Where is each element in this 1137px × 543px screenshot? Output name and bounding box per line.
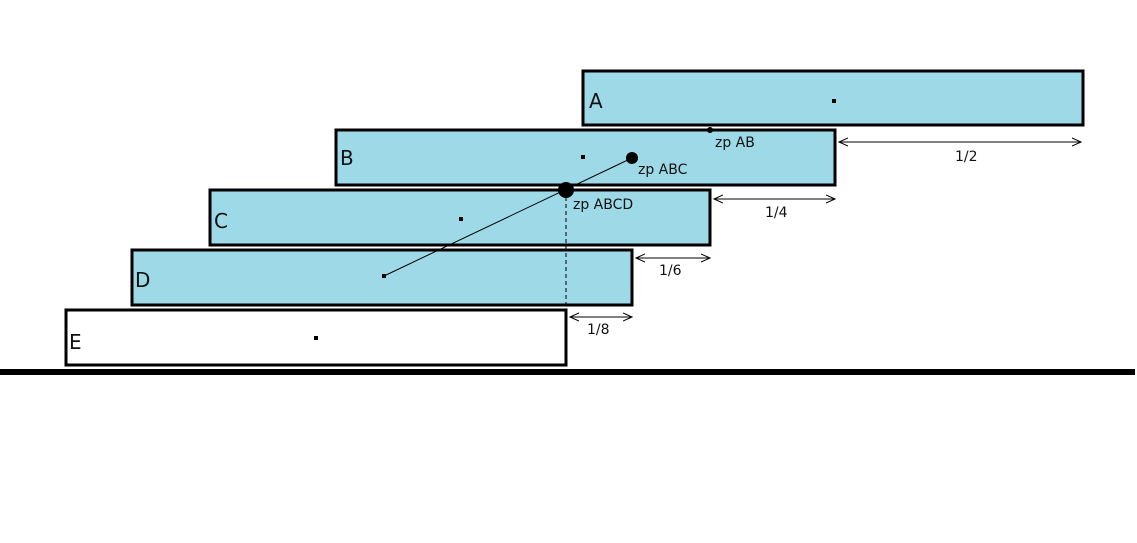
zp-ab-point [707, 127, 713, 133]
block-d: D [130, 248, 634, 307]
block-a-label: A [589, 89, 603, 113]
block-c-label: C [214, 209, 228, 233]
zp-abc-point [626, 152, 638, 164]
overhang-label-4: 1/8 [587, 322, 610, 338]
block-c: C [208, 188, 712, 247]
block-a: A [581, 69, 1085, 127]
overhang-label-2: 1/4 [765, 205, 788, 221]
block-b: B [334, 128, 837, 187]
overhang-label-1: 1/2 [955, 149, 978, 165]
block-e: E [64, 308, 568, 367]
block-b-label: B [340, 146, 354, 170]
block-c-center [459, 217, 463, 221]
block-e-center [314, 336, 318, 340]
block-b-center [581, 155, 585, 159]
overhang-label-3: 1/6 [659, 263, 682, 279]
center-of-mass-line [383, 157, 633, 277]
zp-abcd-point [558, 182, 574, 198]
zp-ab-label: zp AB [715, 135, 755, 151]
zp-abc-label: zp ABC [638, 162, 688, 178]
block-a-center [832, 99, 836, 103]
block-e-label: E [69, 330, 82, 354]
block-d-label: D [135, 268, 150, 292]
zp-abcd-label: zp ABCD [573, 197, 633, 213]
